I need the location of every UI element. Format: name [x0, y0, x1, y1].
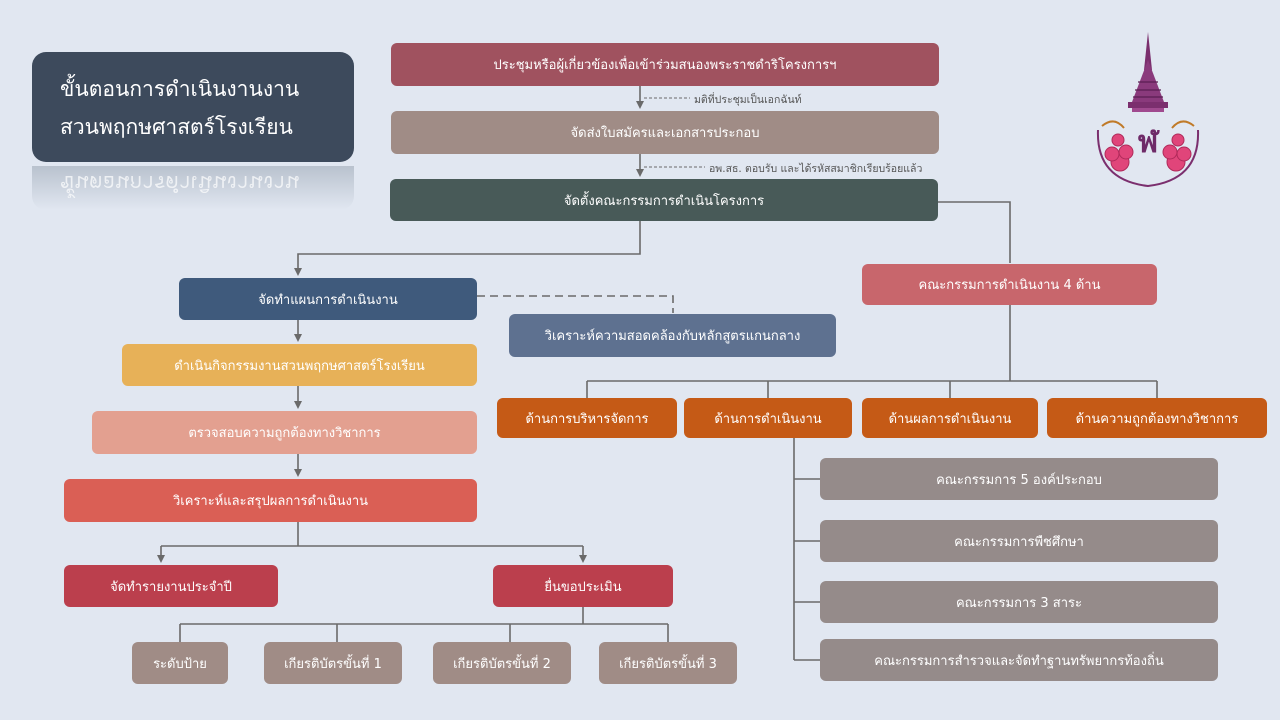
sub-committee-local-resources: คณะกรรมการสำรวจและจัดทำฐานทรัพยากรท้องถิ…	[820, 639, 1218, 681]
title-reflection: ขั้นตอนการดำเนินงานงาน	[32, 166, 354, 210]
sub-committee-plant-study: คณะกรรมการพืชศึกษา	[820, 520, 1218, 562]
meeting-step: ประชุมหรือผู้เกี่ยวข้องเพื่อเข้าร่วมสนอง…	[391, 43, 939, 86]
application-note: อพ.สธ. ตอบรับ และได้รหัสสมาชิกเรียบร้อยแ…	[709, 163, 923, 175]
run-activities-step: ดำเนินกิจกรรมงานสวนพฤกษศาสตร์โรงเรียน	[122, 344, 477, 386]
level-certificate-1: เกียรติบัตรขั้นที่ 1	[264, 642, 402, 684]
send-application-step: จัดส่งใบสมัครและเอกสารประกอบ	[391, 111, 939, 154]
meeting-note: มติที่ประชุมเป็นเอกฉันท์	[694, 94, 802, 106]
side-results: ด้านผลการดำเนินงาน	[862, 398, 1038, 438]
sub-committee-3-topics: คณะกรรมการ 3 สาระ	[820, 581, 1218, 623]
side-operation: ด้านการดำเนินงาน	[684, 398, 852, 438]
side-academic: ด้านความถูกต้องทางวิชาการ	[1047, 398, 1267, 438]
set-committee-step: จัดตั้งคณะกรรมการดำเนินโครงการ	[390, 179, 938, 221]
check-academic-step: ตรวจสอบความถูกต้องทางวิชาการ	[92, 411, 477, 454]
sub-committee-5-components: คณะกรรมการ 5 องค์ประกอบ	[820, 458, 1218, 500]
annual-report-step: จัดทำรายงานประจำปี	[64, 565, 278, 607]
rspg-emblem-icon: ฬ	[1096, 32, 1200, 188]
title-line-2: สวนพฤกษศาสตร์โรงเรียน	[60, 115, 293, 139]
diagram-title: ขั้นตอนการดำเนินงานงาน สวนพฤกษศาสตร์โรงเ…	[32, 52, 354, 162]
level-certificate-2: เกียรติบัตรขั้นที่ 2	[433, 642, 571, 684]
analyze-curriculum-step: วิเคราะห์ความสอดคล้องกับหลักสูตรแกนกลาง	[509, 314, 836, 357]
title-line-1: ขั้นตอนการดำเนินงานงาน	[60, 77, 300, 101]
level-certificate-3: เกียรติบัตรขั้นที่ 3	[599, 642, 737, 684]
submit-evaluation-step: ยื่นขอประเมิน	[493, 565, 673, 607]
svg-text:ฬ: ฬ	[1138, 125, 1160, 160]
side-management: ด้านการบริหารจัดการ	[497, 398, 677, 438]
make-plan-step: จัดทำแผนการดำเนินงาน	[179, 278, 477, 320]
four-sides-committee: คณะกรรมการดำเนินงาน 4 ด้าน	[862, 264, 1157, 305]
level-sign: ระดับป้าย	[132, 642, 228, 684]
analyze-results-step: วิเคราะห์และสรุปผลการดำเนินงาน	[64, 479, 477, 522]
rspg-logo: ฬ	[1088, 30, 1208, 190]
